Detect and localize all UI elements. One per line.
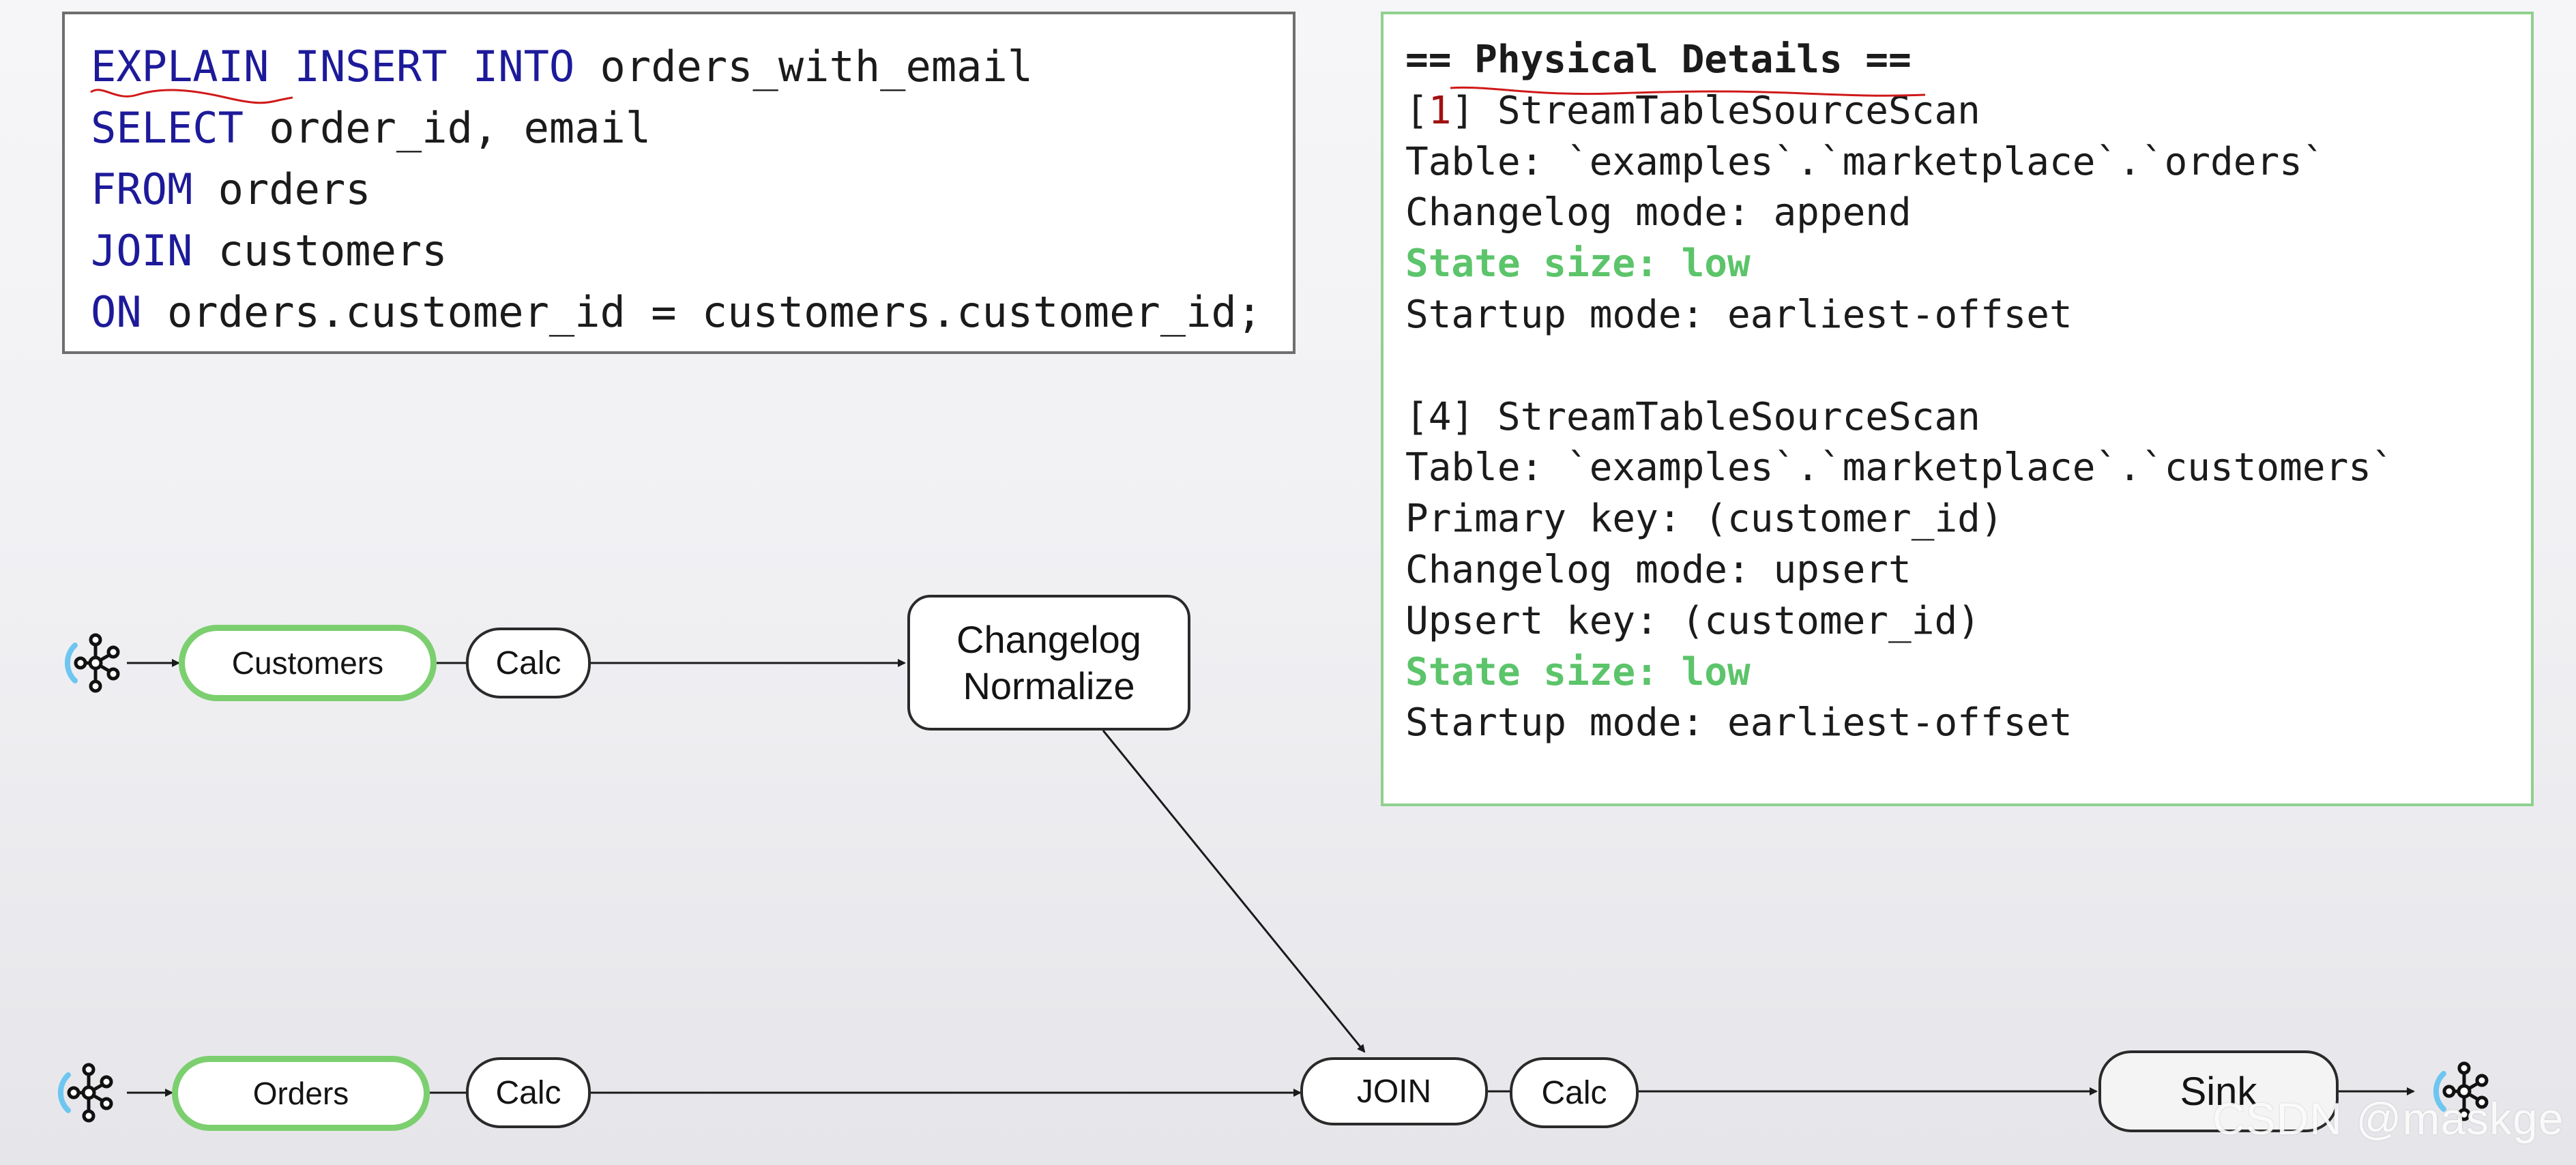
operator-id: 4 [1428,394,1452,439]
bracket-open: [ [1405,88,1429,133]
source-4-operator: [4] StreamTableSourceScan [1405,392,2531,443]
sql-line-from: FROM orders [91,159,1293,220]
source-1-changelog-mode: Changelog mode: append [1405,190,1912,235]
changelog-normalize-label: Changelog Normalize [956,617,1141,709]
operator-name: StreamTableSourceScan [1474,394,1980,439]
source-1-startup-mode: Startup mode: earliest-offset [1405,292,2073,337]
sql-keyword-from: FROM [91,164,193,214]
edge-changelog-to-join [1102,730,1366,1053]
changelog-normalize-node: Changelog Normalize [907,595,1190,731]
join-node: JOIN [1300,1057,1488,1125]
physical-details-panel: == Physical Details == [1] StreamTableSo… [1381,12,2534,806]
watermark: CSDN @maskge [2212,1093,2564,1144]
kafka-icon [2433,1061,2489,1121]
changelog-label-line1: Changelog [956,617,1141,661]
explain-handwritten-underline [90,89,293,104]
sql-keyword-into: INTO [472,42,575,91]
kafka-icon [57,1063,113,1123]
bracket-close: ] [1451,88,1475,133]
bracket-open: [ [1405,394,1429,439]
sql-target-table: orders_with_email [574,42,1034,91]
sql-from-table: orders [192,164,371,214]
kafka-icon [64,633,120,693]
sql-keyword-on: ON [91,287,142,337]
source-4-upsert-key: Upsert key: (customer_id) [1405,598,1980,643]
sql-keyword-insert: INSERT [294,42,448,91]
source-4-table: Table: `examples`.`marketplace`.`custome… [1405,445,2395,490]
source-4-startup-mode: Startup mode: earliest-offset [1405,701,2073,746]
source-1-state-size: State size: low [1405,241,1751,286]
sql-line-on: ON orders.customer_id = customers.custom… [91,282,1293,343]
orders-source-node: Orders [172,1056,430,1131]
heading-suffix: == [1842,38,1912,82]
bracket-close: ] [1451,394,1475,439]
source-1-table: Table: `examples`.`marketplace`.`orders` [1405,139,2326,184]
source-1-operator: [1] StreamTableSourceScan [1405,86,2531,137]
sql-keyword-join: JOIN [91,226,193,276]
customers-source-node: Customers [179,625,437,701]
changelog-label-line2: Normalize [963,664,1135,707]
source-4-primary-key: Primary key: (customer_id) [1405,497,2004,542]
sql-line-join: JOIN customers [91,220,1293,282]
sql-line-explain: EXPLAIN INSERT INTO orders_with_email [91,36,1293,98]
sql-join-table: customers [192,226,448,276]
sql-line-select: SELECT order_id, email [91,98,1293,159]
source-4-changelog-mode: Changelog mode: upsert [1405,547,1912,592]
operator-id: 1 [1428,88,1452,133]
join-calc-node: Calc [1510,1057,1639,1128]
sql-join-condition: orders.customer_id = customers.customer_… [141,287,1263,337]
source-4-state-size: State size: low [1405,649,1751,694]
sink-node: Sink [2098,1050,2339,1132]
sql-keyword-explain: EXPLAIN [91,42,269,91]
heading-prefix: == [1405,38,1475,82]
physical-details-heading: == Physical Details == [1405,35,2531,86]
orders-calc-node: Calc [466,1057,591,1128]
sql-keyword-select: SELECT [91,103,244,153]
sql-select-columns: order_id, email [243,103,652,153]
heading-handwritten-underline [1450,86,1926,97]
customers-calc-node: Calc [466,628,591,698]
sql-query-panel: EXPLAIN INSERT INTO orders_with_email SE… [62,12,1296,354]
heading-text: Physical Details [1474,38,1843,82]
